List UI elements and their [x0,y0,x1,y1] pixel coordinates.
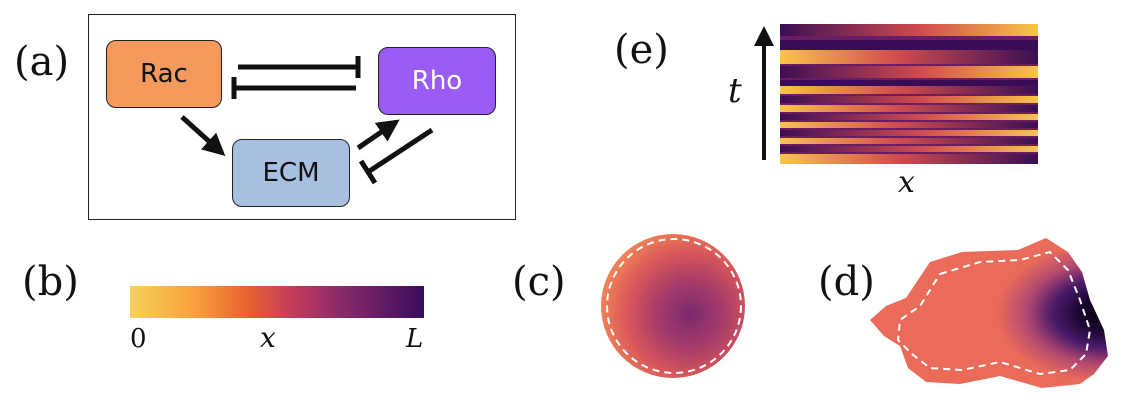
panel-label-a: (a) [14,39,70,85]
colorbar-mid-label: x [260,321,276,354]
rac-node: Rac [106,40,222,108]
panel-label-c: (c) [512,259,566,305]
colorbar [130,286,424,318]
ecm-node: ECM [232,139,350,207]
cell-c-dashed-outline [606,238,742,374]
rac-activates-ecm [180,115,226,157]
rho-inhibits-rac [231,77,356,99]
cell-c [601,234,745,378]
panel-label-d: (d) [818,259,875,305]
kymograph-t-label: t [728,71,742,111]
rac-label: Rac [140,59,188,89]
panel-label-b: (b) [22,259,79,305]
rho-inhibits-ecm [358,127,434,185]
ecm-label: ECM [262,158,320,188]
network-frame [88,14,516,220]
kymograph [780,24,1038,164]
rho-label: Rho [411,66,463,96]
colorbar-max-label: L [406,324,424,354]
cell-d-dashed-outline [896,250,1092,376]
cell-d [870,238,1108,388]
colorbar-min-label: 0 [130,324,147,354]
panel-label-e: (e) [614,27,669,73]
rac-inhibits-rho [238,56,361,78]
kymograph-x-label: x [898,165,915,200]
ecm-activates-rho [356,119,400,151]
rho-node: Rho [378,47,496,115]
